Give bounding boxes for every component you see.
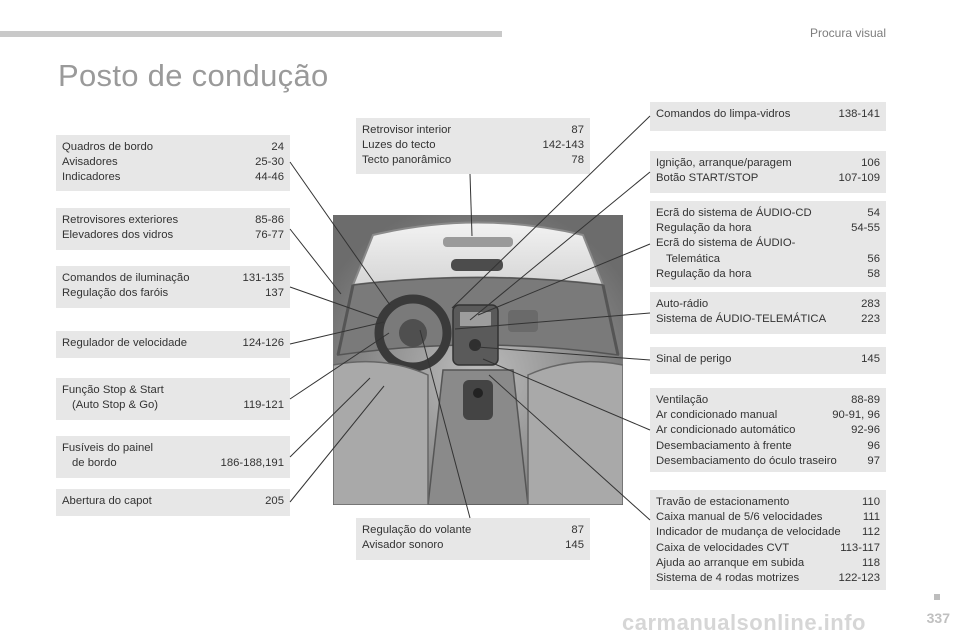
page-number: 337	[926, 610, 950, 626]
section-label: Procura visual	[809, 26, 886, 40]
header-bar	[0, 31, 502, 37]
page-title: Posto de condução	[58, 58, 329, 93]
list-item: Fusíveis do painel	[62, 442, 154, 454]
list-item: Ecrã do sistema de ÁUDIO-	[656, 237, 796, 250]
watermark: carmanualsonline.info	[622, 610, 866, 635]
footer-marker	[934, 594, 940, 600]
list-item: (Auto Stop & Go)119-121	[72, 399, 284, 412]
box-stop-start: Função Stop & Start (Auto Stop & Go)119-…	[56, 378, 290, 420]
cockpit-illustration	[333, 215, 623, 505]
list-item: Função Stop & Start	[62, 384, 164, 396]
